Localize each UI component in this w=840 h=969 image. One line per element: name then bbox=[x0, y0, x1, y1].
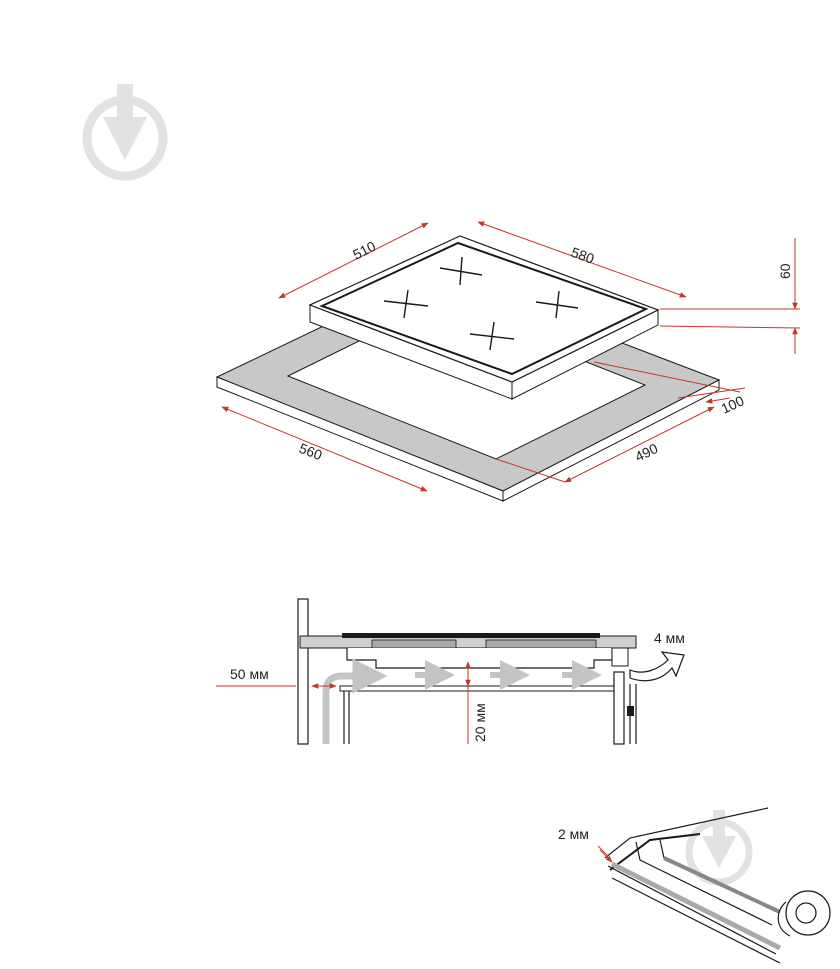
seal-detail-diagram: 2 мм bbox=[558, 807, 831, 964]
dimension-560: 560 bbox=[297, 440, 325, 463]
dimension-490: 490 bbox=[632, 440, 660, 465]
dimension-2mm: 2 мм bbox=[558, 826, 589, 842]
dimension-510: 510 bbox=[350, 238, 378, 263]
dimension-60: 60 bbox=[777, 263, 793, 279]
dimension-580: 580 bbox=[569, 244, 597, 267]
dimension-50mm: 50 мм bbox=[230, 666, 269, 682]
logo-watermark-small-icon bbox=[685, 810, 753, 886]
logo-watermark-icon bbox=[82, 84, 168, 181]
dimension-100: 100 bbox=[719, 392, 747, 416]
ventilation-diagram: 50 мм 4 мм 20 мм bbox=[216, 598, 685, 745]
dimension-4mm: 4 мм bbox=[654, 630, 685, 646]
cutout-diagram: 510 580 60 100 560 490 bbox=[215, 221, 801, 502]
dimension-20mm: 20 мм bbox=[472, 703, 488, 742]
